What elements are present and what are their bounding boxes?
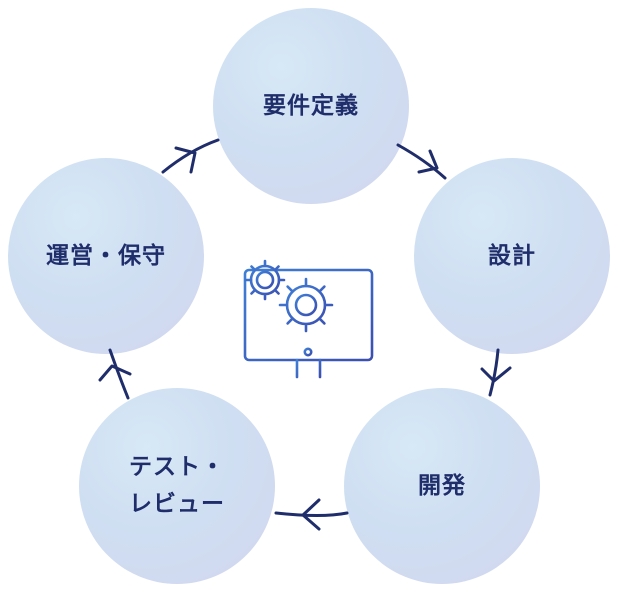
arrow-requirements-to-design-icon [396,143,447,180]
step-design: 設計 [414,158,610,354]
arrow-test-to-operation-icon [98,348,132,400]
step-development: 開発 [344,388,540,584]
step-test-review-label: テスト・ レビュー [129,454,225,517]
step-operation-maintenance: 運営・保守 [8,158,204,354]
step-design-label: 設計 [488,242,536,269]
arrow-operation-to-requirements-icon [161,138,220,174]
step-requirements-label: 要件定義 [263,92,359,119]
step-test-review: テスト・ レビュー [79,388,275,584]
monitor-with-gears-icon [243,259,374,380]
step-development-label: 開発 [418,472,466,499]
arrow-development-to-test-icon [274,498,349,531]
step-requirements: 要件定義 [213,8,409,204]
arrow-design-to-development-icon [480,348,512,397]
step-operation-maintenance-label: 運営・保守 [46,242,166,269]
